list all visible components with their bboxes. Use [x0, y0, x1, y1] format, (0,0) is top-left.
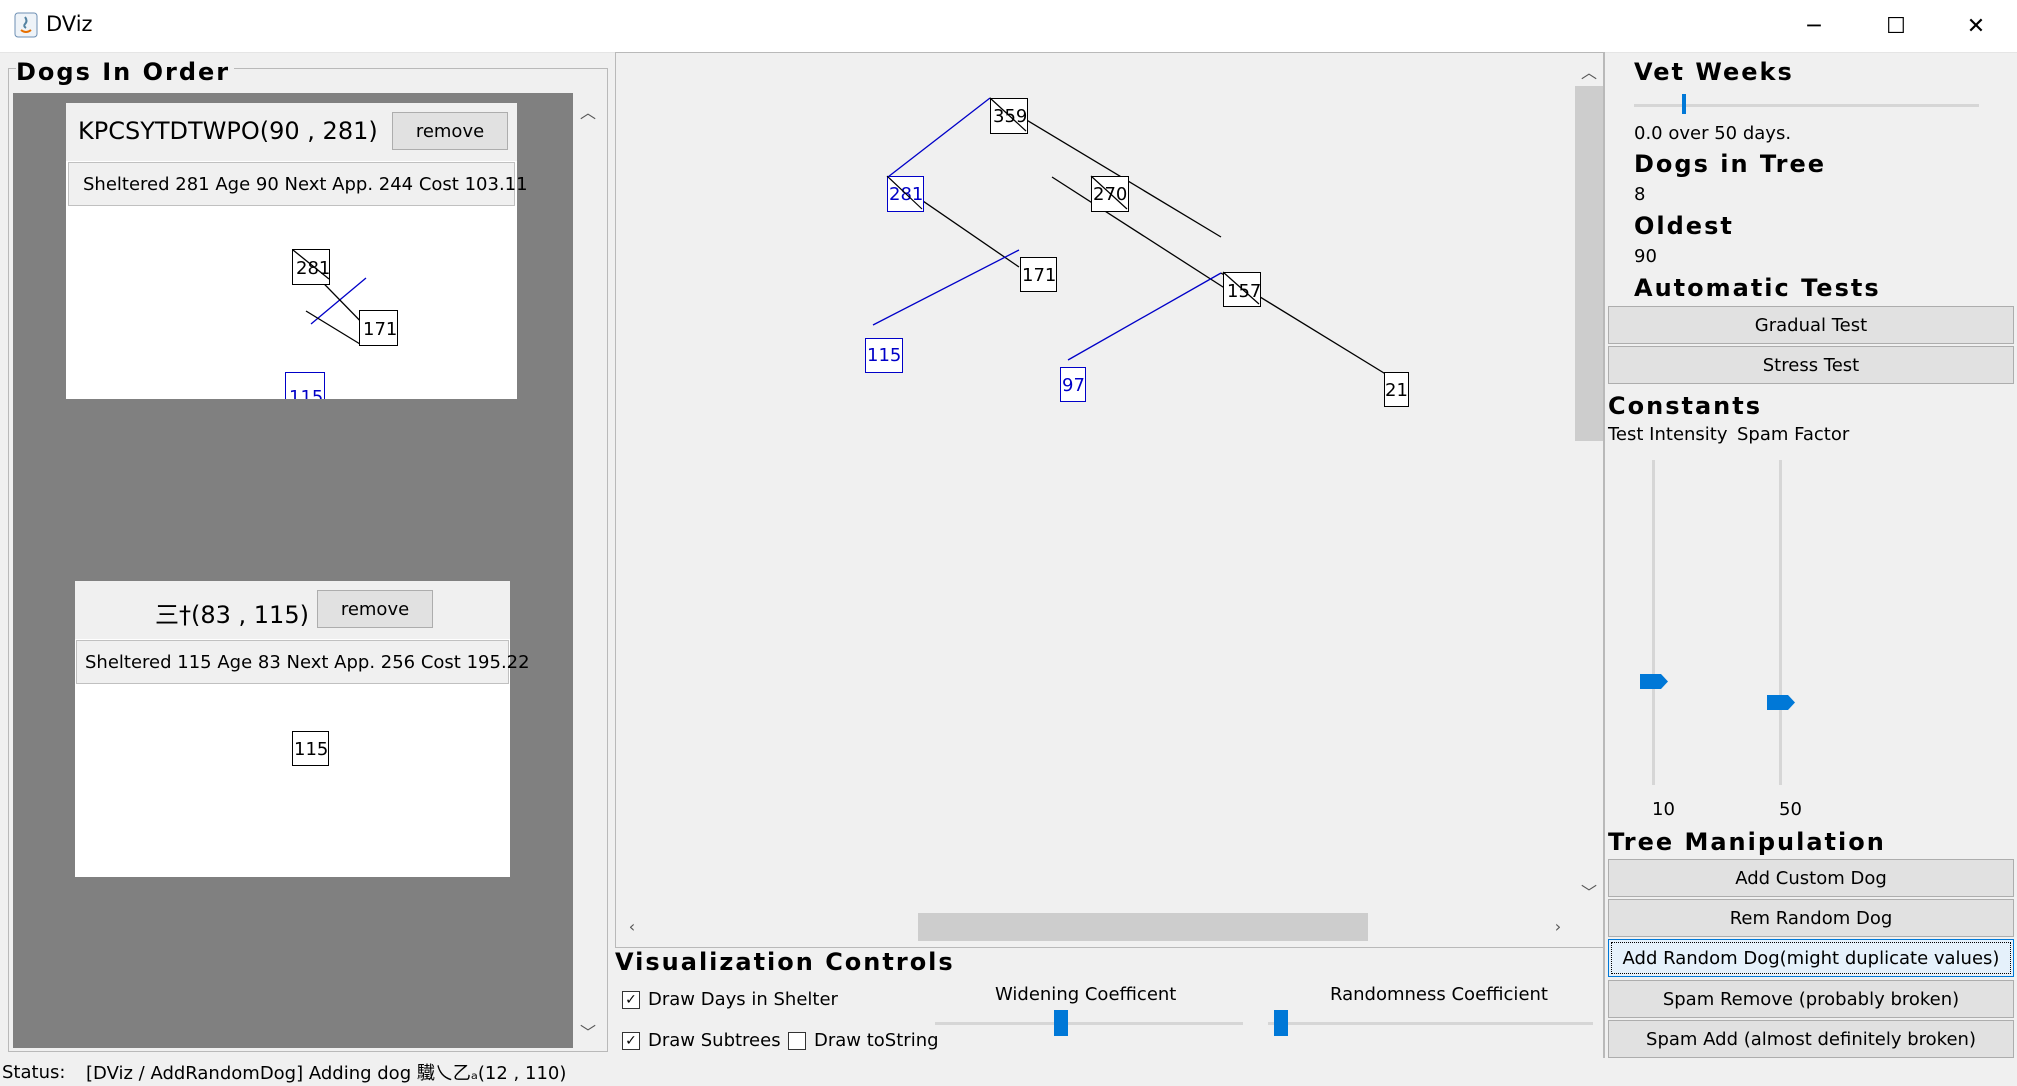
- randomness-label: Randomness Coefficient: [1330, 984, 1548, 1005]
- draw-tostring-label: Draw toString: [814, 1030, 939, 1051]
- checkbox-icon[interactable]: ✓: [622, 1031, 640, 1050]
- subtree-node-label: 115: [289, 387, 324, 399]
- status-label: Status:: [2, 1061, 66, 1083]
- tree-node-label: 97: [1062, 375, 1085, 396]
- stress-test-button[interactable]: Stress Test: [1608, 346, 2014, 384]
- remove-button[interactable]: remove: [317, 590, 433, 628]
- subtree-node-clip: 115: [285, 372, 325, 399]
- dog-card: KPCSYTDTWPO(90 , 281) remove Sheltered 2…: [66, 103, 528, 399]
- minimize-button[interactable]: ─: [1807, 13, 1821, 39]
- dog-card-header: KPCSYTDTWPO(90 , 281) remove: [66, 103, 517, 161]
- spam-remove-button[interactable]: Spam Remove (probably broken): [1608, 980, 2014, 1018]
- tree-vertical-scroll-thumb[interactable]: [1575, 86, 1603, 441]
- right-panel: [1603, 52, 2017, 1058]
- dog-name: 三†(83 , 115): [155, 601, 309, 629]
- oldest-value: 90: [1634, 246, 1657, 267]
- subtree-node: [285, 372, 325, 399]
- subtree-node: [359, 310, 398, 346]
- randomness-slider-thumb[interactable]: [1274, 1010, 1288, 1036]
- tree-horizontal-scroll-thumb[interactable]: [918, 913, 1368, 941]
- subtree-node-label: 171: [363, 319, 398, 340]
- scroll-up-icon[interactable]: ︿: [1580, 63, 1597, 82]
- dogs-list-scrollbar[interactable]: ︿ ﹀: [576, 93, 600, 1048]
- test-intensity-slider-track[interactable]: [1652, 460, 1655, 785]
- rem-random-dog-button[interactable]: Rem Random Dog: [1608, 899, 2014, 937]
- dog-info: Sheltered 281 Age 90 Next App. 244 Cost …: [68, 162, 528, 206]
- dogs-in-order-frame: [8, 68, 608, 1052]
- status-text: [DViz / AddRandomDog] Adding dog 驖乀乙ₐ(12…: [86, 1063, 567, 1084]
- subtree-node-label: 115: [294, 739, 329, 760]
- maximize-button[interactable]: ☐: [1886, 13, 1906, 39]
- remove-button[interactable]: remove: [392, 112, 508, 150]
- checkbox-icon[interactable]: ✓: [622, 990, 640, 1009]
- dogs-in-order-heading: Dogs In Order: [16, 58, 235, 86]
- java-app-icon: [14, 12, 38, 38]
- close-button[interactable]: ✕: [1966, 13, 1986, 39]
- tree-node[interactable]: [865, 338, 903, 373]
- draw-subtrees-checkbox[interactable]: ✓ Draw Subtrees: [622, 1030, 781, 1051]
- status-bar: Status: [DViz / AddRandomDog] Adding dog…: [0, 1058, 2017, 1086]
- draw-days-label: Draw Days in Shelter: [648, 989, 838, 1010]
- widening-label: Widening Coefficent: [995, 984, 1177, 1005]
- checkbox-icon[interactable]: [788, 1031, 806, 1050]
- tree-node[interactable]: [1020, 257, 1057, 292]
- tree-node-label: 21: [1385, 380, 1408, 401]
- vet-weeks-slider-thumb[interactable]: [1682, 94, 1686, 114]
- automatic-tests-title: Automatic Tests: [1634, 274, 1881, 302]
- tree-node-label: 171: [1022, 265, 1057, 286]
- tree-node-label: 115: [867, 345, 902, 366]
- spam-factor-slider-track[interactable]: [1779, 460, 1782, 785]
- dog-card-header: 三†(83 , 115) remove: [75, 581, 510, 639]
- vet-weeks-text: 0.0 over 50 days.: [1634, 123, 1792, 144]
- vet-weeks-title: Vet Weeks: [1634, 58, 1794, 86]
- scroll-left-icon[interactable]: ‹: [628, 917, 636, 936]
- node-overlay-lines: [886, 97, 1260, 305]
- draw-tostring-checkbox[interactable]: Draw toString: [788, 1030, 939, 1051]
- scroll-up-icon[interactable]: ︿: [579, 103, 596, 122]
- spam-add-button[interactable]: Spam Add (almost definitely broken): [1608, 1020, 2014, 1058]
- dogs-in-tree-title: Dogs in Tree: [1634, 150, 1827, 178]
- tree-node[interactable]: [1384, 372, 1409, 407]
- dogs-in-tree-value: 8: [1634, 184, 1646, 205]
- tree-manipulation-title: Tree Manipulation: [1608, 828, 1886, 856]
- spam-factor-label: Spam Factor: [1737, 424, 1850, 445]
- test-intensity-slider-thumb[interactable]: [1640, 674, 1668, 689]
- tree-node-label: 270: [1093, 184, 1128, 205]
- test-intensity-value: 10: [1652, 799, 1675, 820]
- dog-info: Sheltered 115 Age 83 Next App. 256 Cost …: [76, 640, 530, 684]
- spam-factor-value: 50: [1779, 799, 1802, 820]
- window-title: DViz: [46, 12, 93, 36]
- title-bar: DViz ─ ☐ ✕: [0, 0, 2017, 53]
- visualization-controls-title: Visualization Controls: [615, 948, 955, 976]
- scroll-down-icon[interactable]: ﹀: [1580, 883, 1597, 902]
- spam-factor-slider-thumb[interactable]: [1767, 695, 1795, 710]
- draw-subtrees-label: Draw Subtrees: [648, 1030, 781, 1051]
- widening-slider-thumb[interactable]: [1054, 1010, 1068, 1036]
- subtree-edge: [292, 249, 330, 280]
- oldest-title: Oldest: [1634, 212, 1734, 240]
- vet-weeks-slider-track[interactable]: [1634, 104, 1979, 107]
- constants-title: Constants: [1608, 392, 1762, 420]
- scroll-down-icon[interactable]: ﹀: [579, 1023, 596, 1042]
- widening-slider-track[interactable]: [935, 1022, 1243, 1025]
- scroll-right-icon[interactable]: ›: [1554, 917, 1562, 936]
- dog-card: 三†(83 , 115) remove Sheltered 115 Age 83…: [75, 581, 530, 877]
- dog-name: KPCSYTDTWPO(90 , 281): [78, 117, 378, 145]
- tree-node[interactable]: [1060, 367, 1086, 402]
- draw-days-checkbox[interactable]: ✓ Draw Days in Shelter: [622, 989, 838, 1010]
- add-custom-dog-button[interactable]: Add Custom Dog: [1608, 859, 2014, 897]
- subtree-node: [292, 731, 329, 766]
- test-intensity-label: Test Intensity: [1608, 424, 1728, 445]
- add-random-dog-button[interactable]: Add Random Dog(might duplicate values): [1608, 939, 2014, 977]
- randomness-slider-track[interactable]: [1268, 1022, 1593, 1025]
- gradual-test-button[interactable]: Gradual Test: [1608, 306, 2014, 344]
